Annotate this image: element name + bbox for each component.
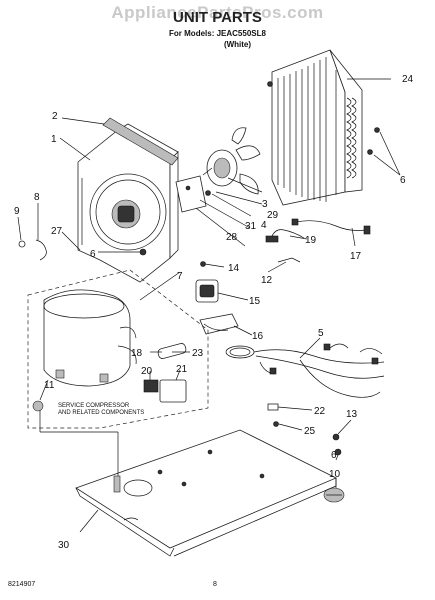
connector-29 — [265, 235, 279, 243]
bracket-12 — [277, 257, 301, 263]
callout-23: 23 — [192, 348, 204, 359]
leader-lines — [17, 78, 401, 533]
clip-22 — [267, 403, 279, 411]
callout-15: 15 — [249, 296, 261, 307]
models-line: For Models: JEAC550SL8 — [169, 29, 266, 38]
overload-20 — [143, 379, 159, 393]
condenser-coil — [267, 49, 363, 206]
callout-5: 5 — [318, 328, 324, 339]
callout-28: 28 — [226, 232, 238, 243]
callout-21: 21 — [176, 364, 188, 375]
callout-30: 30 — [58, 540, 70, 551]
callout-8: 8 — [34, 192, 40, 203]
callout-19: 19 — [305, 235, 317, 246]
watermark: AppliancePartsPros.com — [111, 3, 324, 22]
callout-2: 2 — [52, 111, 58, 122]
harness-plug-b — [363, 225, 371, 235]
grommet-11 — [32, 400, 44, 412]
callout-9: 9 — [14, 206, 20, 217]
callout-10: 10 — [329, 469, 341, 480]
callout-18: 18 — [131, 348, 143, 359]
callout-4: 4 — [261, 220, 267, 231]
callout-29: 29 — [267, 210, 279, 221]
callout-6a: 6 — [400, 175, 406, 186]
callout-27: 27 — [51, 226, 63, 237]
callout-6b: 6 — [90, 249, 96, 260]
screw-14 — [200, 261, 206, 267]
callout-17: 17 — [350, 251, 362, 262]
screw-9 — [18, 240, 26, 248]
page-number: 8 — [213, 581, 217, 588]
fan-shroud — [77, 123, 179, 283]
fan-motor — [202, 127, 261, 196]
bracket-hole — [185, 185, 191, 191]
base-pan — [75, 429, 337, 557]
harness-plug — [291, 218, 299, 226]
capacitor-21 — [159, 379, 187, 403]
screw-6a — [139, 248, 147, 256]
callout-1: 1 — [51, 134, 57, 145]
document-number: 8214907 — [8, 581, 36, 588]
callout-12: 12 — [261, 275, 273, 286]
service-note-line1: SERVICE COMPRESSOR — [58, 403, 130, 409]
callout-labels: 1 2 3 4 5 6 6 6 7 8 9 10 11 12 13 14 15 … — [14, 74, 414, 551]
wiring-harness — [225, 343, 385, 398]
screw-6b — [374, 127, 380, 133]
bracket-16 — [199, 313, 239, 335]
callout-3: 3 — [262, 199, 268, 210]
service-group-box — [27, 269, 209, 429]
screw-6c — [367, 149, 373, 155]
color-line: (White) — [223, 40, 252, 49]
wire-clip — [35, 239, 47, 261]
callout-20: 20 — [141, 366, 153, 377]
callout-25: 25 — [304, 426, 316, 437]
callout-22: 22 — [314, 406, 326, 417]
service-note-line2: AND RELATED COMPONENTS — [58, 410, 144, 416]
callout-11: 11 — [44, 380, 55, 391]
callout-7: 7 — [177, 271, 183, 282]
gasket-strip — [102, 117, 179, 166]
harness-17 — [295, 220, 367, 231]
callout-14: 14 — [228, 263, 240, 274]
screw-25 — [273, 421, 279, 427]
callout-6c: 6 — [331, 450, 337, 461]
callout-24: 24 — [402, 74, 414, 85]
stud — [113, 475, 121, 493]
page-title: UNIT PARTS — [173, 9, 262, 26]
capacitor-23 — [157, 343, 187, 359]
plug-wire — [271, 229, 305, 239]
fan-bracket — [175, 175, 207, 213]
callout-13: 13 — [346, 409, 358, 420]
callout-16: 16 — [252, 331, 264, 342]
screw-13 — [332, 433, 340, 441]
callout-31: 31 — [245, 221, 257, 232]
compressor — [43, 289, 137, 387]
